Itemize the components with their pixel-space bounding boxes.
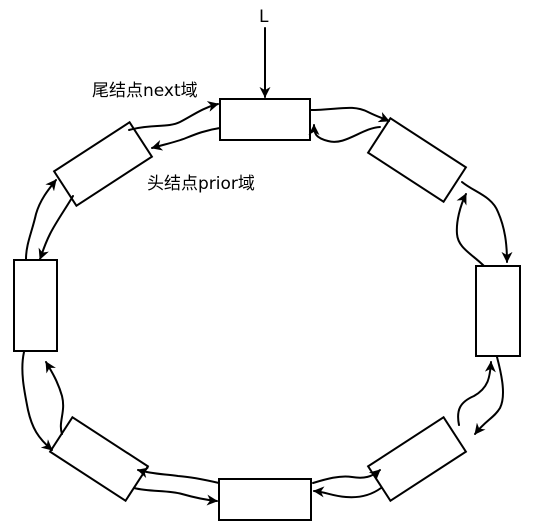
list-node-left [13,259,58,352]
list-node-upper-left [52,120,154,208]
list-node-top [219,98,311,141]
prior-link-bottom-to-lower-right [312,469,381,484]
prior-link-left-to-lower-left [21,351,53,451]
prior-link-lower-left-to-bottom [133,487,218,506]
next-link-top-to-upper-right [309,106,390,123]
list-node-lower-right [366,415,468,503]
prior-link-upper-right-to-top [308,124,381,143]
next-link-lower-left-to-left [45,361,65,435]
list-node-upper-right [366,116,468,204]
tail-next-field-label: 尾结点next域 [92,81,198,101]
head-pointer-label: L [259,7,269,27]
next-link-upper-right-to-right [461,181,513,263]
next-link-upper-left-to-top [128,101,219,131]
prior-link-right-to-upper-right [455,193,485,267]
prior-link-upper-left-to-left [38,195,74,260]
prior-link-top-to-upper-left [151,127,221,151]
head-prior-field-label: 头结点prior域 [147,174,255,194]
prior-link-lower-right-to-right [457,361,496,426]
list-node-bottom [218,478,312,521]
next-link-bottom-to-lower-left [137,467,220,484]
next-link-right-to-lower-right [474,356,505,435]
next-link-lower-right-to-bottom [313,486,382,499]
next-link-left-to-upper-left [25,179,57,260]
list-node-right [475,265,521,357]
